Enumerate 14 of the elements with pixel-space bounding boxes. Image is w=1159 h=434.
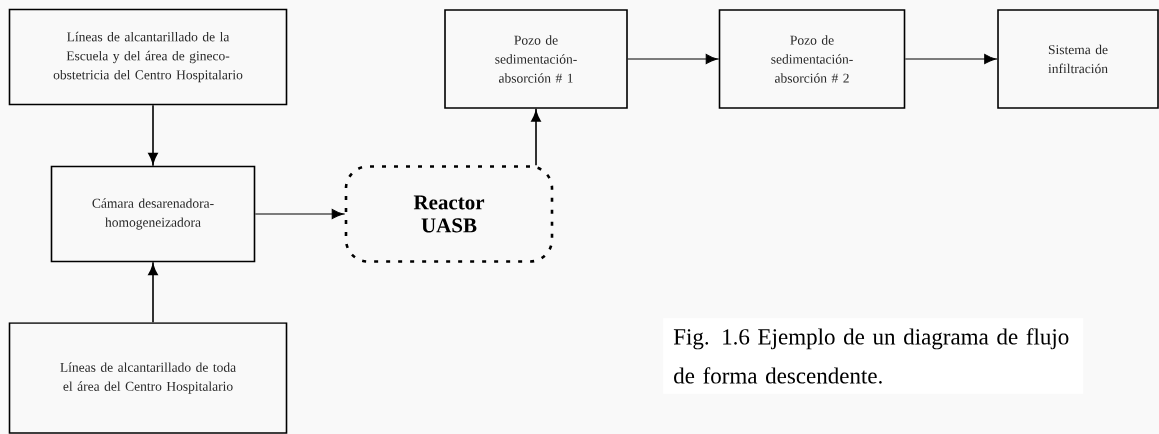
caption: Fig. 1.6 Ejemplo de un diagrama de flujo de forma descendente. [663,318,1084,394]
arrow [148,104,158,167]
arrow [254,208,346,220]
process-box: Cámara desarenadora-homogeneizadora [50,165,256,263]
process-box: Pozo de sedimentación-absorción # 2 [718,9,906,109]
arrow [904,53,998,65]
reactor-box: Reactor UASB [344,165,554,263]
process-box: Líneas de alcantarillado de la Escuela y del área de gineco-obstetricia del Centro Hospitalario [8,8,288,106]
arrow [148,261,158,323]
arrow [531,108,541,166]
process-box: Líneas de alcantarillado de toda el área del Centro Hospitalario [8,322,288,434]
process-box: Sistema de infiltración [997,9,1159,109]
process-box: Pozo de sedimentación-absorción # 1 [444,9,628,109]
arrow [627,53,720,65]
